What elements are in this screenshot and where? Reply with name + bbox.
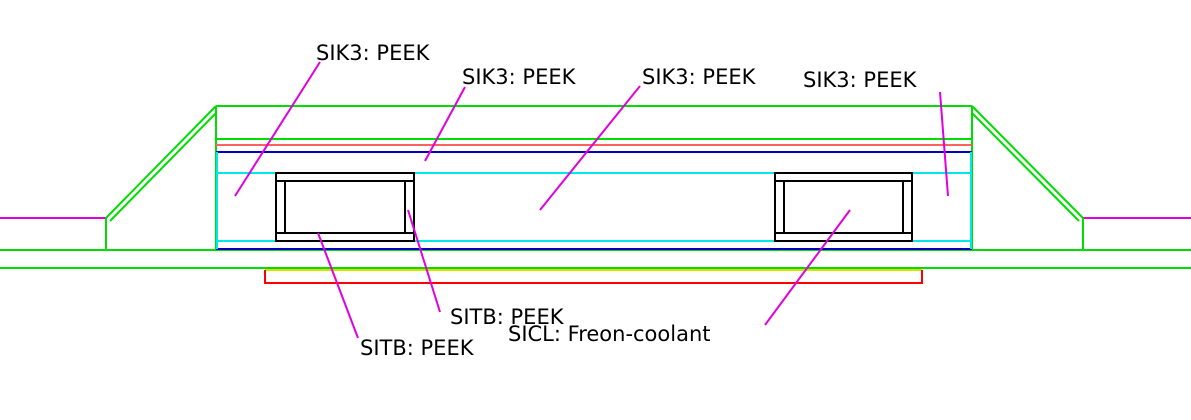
leader-sik3-4 [939, 91, 949, 197]
label-sitb-1: SITB: PEEK [360, 336, 475, 360]
leader-sitb-1 [317, 232, 359, 339]
right-slope-outer [971, 105, 1084, 219]
label-sicl: SICL: Freon-coolant [508, 322, 711, 346]
left-cooling-tube [275, 172, 415, 242]
leader-sitb-2 [407, 209, 441, 313]
bottom-red-bracket [264, 270, 923, 284]
label-sitb-2: SITB: PEEK [450, 305, 565, 329]
right-cooling-tube [774, 172, 913, 242]
leader-sik3-1 [234, 61, 321, 197]
right-slope-inner [971, 112, 1080, 222]
leader-sik3-2 [424, 86, 466, 162]
leader-sik3-3 [539, 85, 641, 211]
label-sik3-3: SIK3: PEEK [642, 65, 757, 89]
left-slope-outer [105, 105, 217, 219]
leader-sicl [764, 209, 851, 326]
label-sik3-4: SIK3: PEEK [803, 68, 918, 92]
left-slope-inner [109, 112, 217, 222]
label-sik3-1: SIK3: PEEK [316, 41, 431, 65]
label-sik3-2: SIK3: PEEK [462, 65, 577, 89]
